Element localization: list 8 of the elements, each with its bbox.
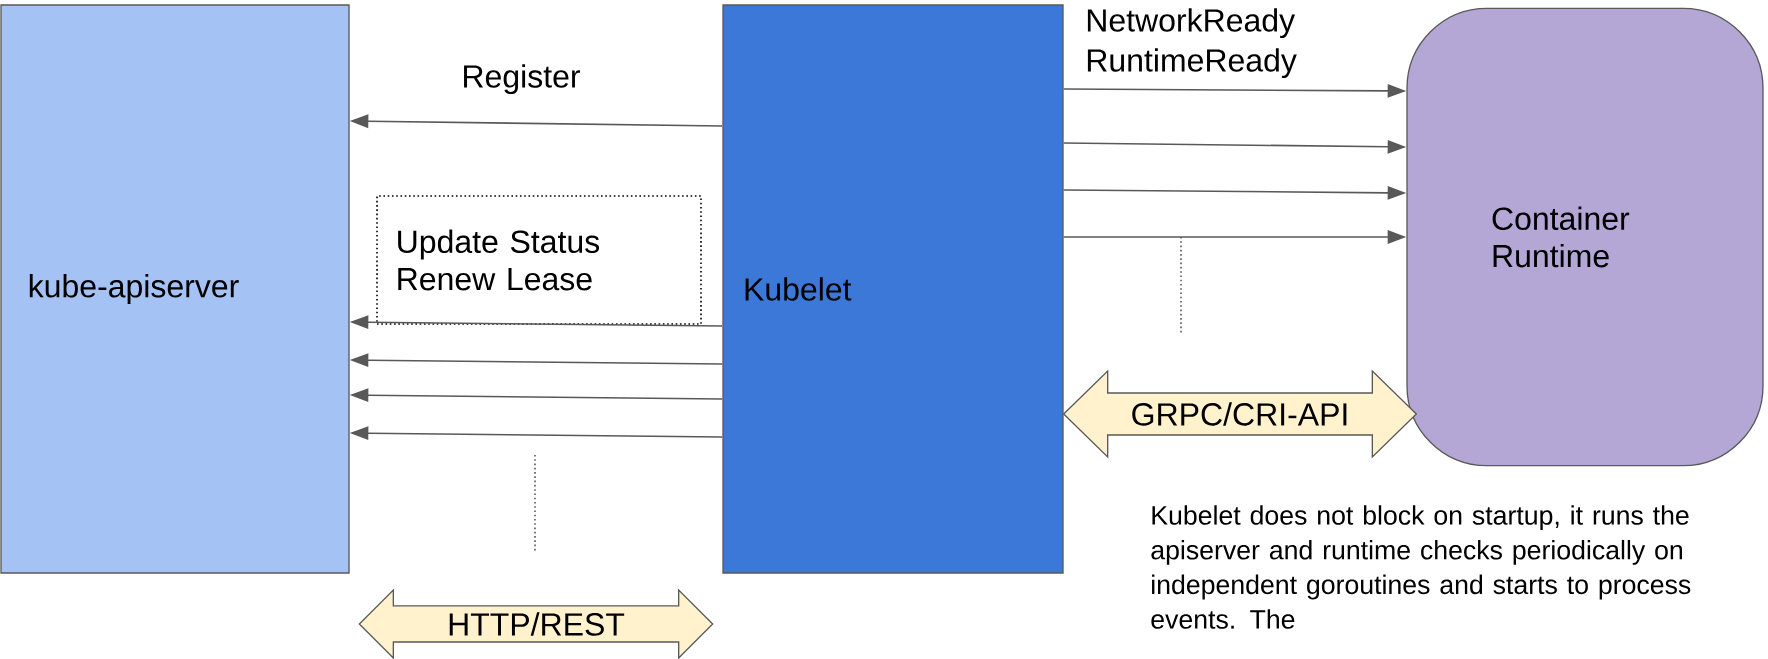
kubelet-box: Kubelet [722,4,1064,574]
edge-label: GRPC/CRI-API [1132,402,1347,426]
message-box: Update Status Renew Lease [376,195,702,325]
edge-label: Register [464,64,581,95]
server-box: kube-apiserver [0,4,350,574]
runtime-box: Container Runtime [1406,7,1764,467]
edge-label: NetworkReady RuntimeReady [1087,8,1297,79]
note-text: Kubelet does not block on startup, it runs the apiserver and runtime checks periodically on independent goroutines and starts to process events. The [1151,505,1691,629]
